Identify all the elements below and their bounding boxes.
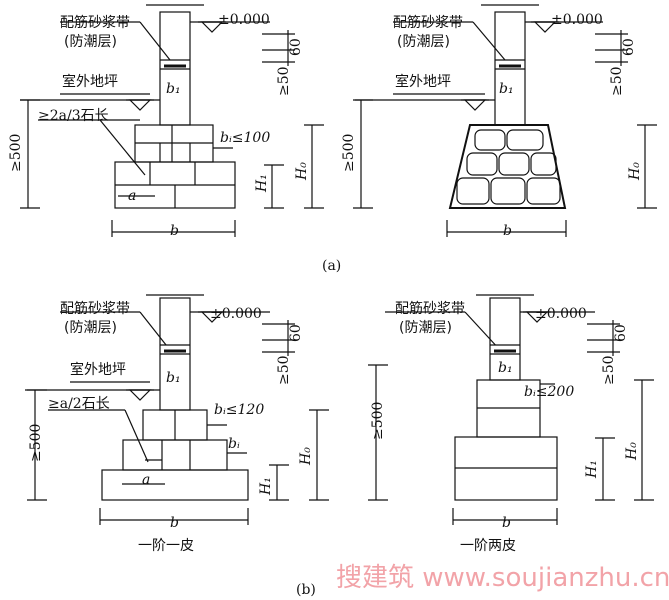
dim-60-label: 60	[621, 38, 637, 56]
elevation-label: ±0.000	[210, 306, 262, 322]
bi-max-label: bᵢ≤100	[220, 130, 270, 146]
elevation-label: ±0.000	[535, 306, 587, 322]
panel-b-left: 配筋砂浆带 (防潮层) ±0.000 室外地坪 b₁ ≥a/2石长 bᵢ≤120…	[28, 300, 314, 554]
leader	[464, 311, 501, 351]
b-label: b	[170, 515, 179, 531]
rubble-stone	[456, 177, 490, 205]
rubble-stone	[466, 152, 498, 176]
H0-label: H₀	[627, 162, 643, 181]
leader	[124, 409, 149, 463]
caption-one-step-one-course: 一阶一皮	[138, 538, 194, 554]
damp-course-label: (防潮层)	[64, 34, 117, 50]
leader	[139, 21, 171, 61]
mortar-band-label: 配筋砂浆带	[393, 14, 463, 31]
dim-60-label: 60	[288, 324, 304, 342]
rubble-stone	[498, 152, 530, 176]
panel-a-right: 配筋砂浆带 (防潮层) ±0.000 室外地坪 b₁ b ≥500 60 ≥50…	[341, 12, 643, 239]
rubble-stone	[530, 152, 557, 176]
caption-b: (b)	[296, 582, 316, 598]
dim-60-label: 60	[288, 38, 304, 56]
ge50-label: ≥50	[609, 66, 625, 96]
b-label: b	[170, 223, 179, 239]
panel-b-right: 配筋砂浆带 (防潮层) ±0.000 b₁ bᵢ≤200 b ≥500 60 ≥…	[370, 300, 640, 554]
elevation-label: ±0.000	[218, 12, 270, 28]
stone-course	[122, 439, 228, 471]
level-marker-icon	[463, 99, 487, 111]
ge500-label: ≥500	[28, 424, 44, 462]
leader	[99, 119, 146, 176]
b1-label: b₁	[166, 81, 181, 97]
H0-label: H₀	[624, 442, 640, 461]
outdoor-grade-label: 室外地坪	[70, 361, 126, 378]
b1-label: b₁	[498, 360, 513, 376]
b1-label: b₁	[166, 370, 181, 386]
ge500-label: ≥500	[370, 402, 386, 440]
mortar-band-label: 配筋砂浆带	[395, 300, 465, 317]
b-label: b	[502, 515, 511, 531]
bi-max-label: bᵢ≤200	[524, 384, 574, 400]
level-marker-icon	[128, 99, 152, 111]
H1-label: H₁	[258, 477, 274, 496]
stone-course	[101, 469, 249, 501]
leader	[472, 21, 506, 61]
mortar-band-label: 配筋砂浆带	[60, 14, 130, 31]
bi-max-label: bᵢ≤120	[214, 402, 264, 418]
outdoor-grade-label: 室外地坪	[395, 73, 451, 90]
stone-length-label: ≥a/2石长	[48, 396, 110, 412]
rubble-stone	[474, 129, 506, 151]
damp-course-label: (防潮层)	[64, 320, 117, 336]
ge50-label: ≥50	[276, 66, 292, 96]
ge50-label: ≥50	[276, 355, 292, 385]
H1-label: H₁	[254, 174, 270, 193]
level-marker-icon	[128, 389, 152, 401]
watermark: 搜建筑 www.soujianzhu.cn	[336, 563, 669, 593]
a-label: a	[142, 472, 150, 488]
drawing-lines	[20, 4, 657, 525]
ge50-label: ≥50	[601, 355, 617, 385]
dim-60-label: 60	[613, 324, 629, 342]
caption-one-step-two-courses: 一阶两皮	[460, 538, 516, 554]
rubble-stone-footing	[448, 124, 567, 209]
a-label: a	[128, 188, 136, 204]
mortar-band-label: 配筋砂浆带	[60, 300, 130, 317]
rubble-stone	[490, 177, 526, 205]
ge500-label: ≥500	[341, 134, 357, 172]
rubble-stone	[506, 129, 544, 151]
outdoor-grade-label: 室外地坪	[62, 73, 118, 90]
ge500-label: ≥500	[8, 134, 24, 172]
H1-label: H₁	[584, 460, 600, 479]
elevation-label: ±0.000	[551, 12, 603, 28]
H0-label: H₀	[298, 447, 314, 466]
b1-label: b₁	[499, 81, 514, 97]
rubble-stone	[526, 177, 561, 205]
H0-label: H₀	[294, 162, 310, 181]
damp-course-label: (防潮层)	[397, 34, 450, 50]
leader	[139, 311, 171, 351]
damp-course-label: (防潮层)	[399, 320, 452, 336]
bi-label: bᵢ	[228, 436, 240, 452]
b-label: b	[503, 223, 512, 239]
stone-length-label: ≥2a/3石长	[38, 108, 109, 124]
panel-a: 配筋砂浆带 (防潮层) ±0.000 室外地坪 b₁ ≥2a/3石长 bᵢ≤10…	[8, 12, 310, 239]
caption-a: (a)	[322, 258, 341, 274]
